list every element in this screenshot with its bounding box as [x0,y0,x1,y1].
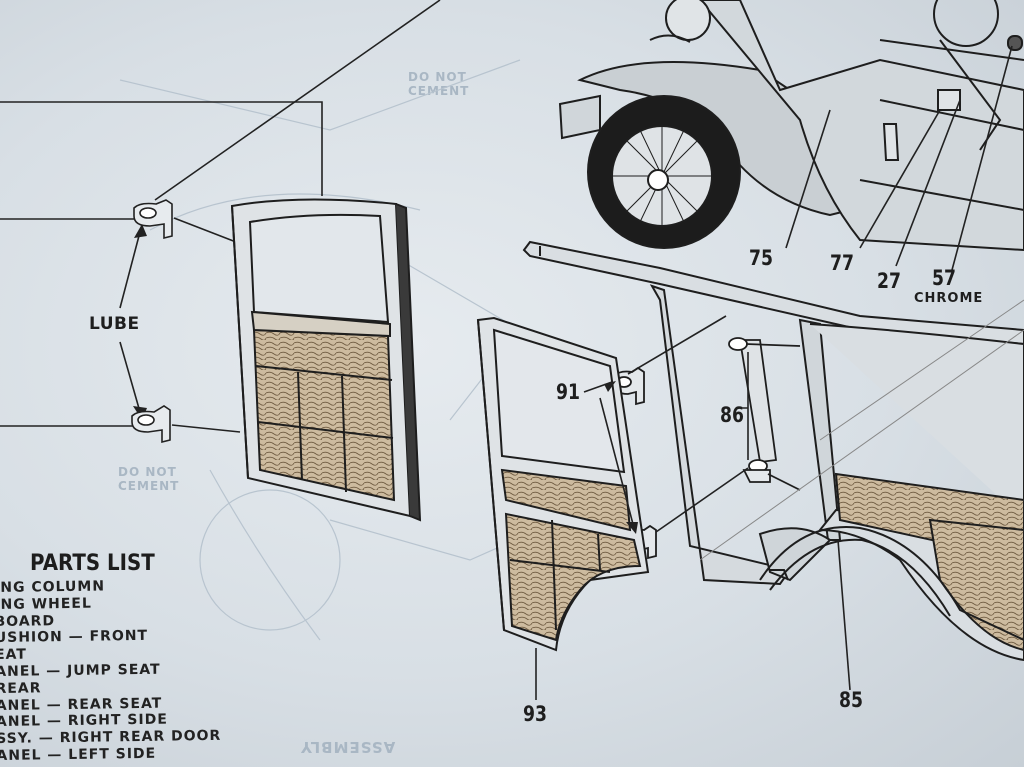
bleed-through-note: DO NOT CEMENT [118,465,180,493]
leader-lines [0,0,441,433]
callout-77: 77 [830,251,854,275]
callout-93: 93 [523,702,547,726]
91-arrowheads [604,381,638,534]
hinge-lower [131,405,171,444]
car-wheel [587,95,741,249]
left-door-frame [230,198,422,522]
callout-chrome: CHROME [914,291,984,306]
callout-lube: LUBE [89,314,140,334]
parts-list-title: PARTS LIST [30,551,155,576]
callout-75: 75 [749,246,773,270]
parts-list-item: SSY. — RIGHT REAR DOOR [0,728,222,748]
wheel-arch [759,526,1024,641]
parts-list-item: ANEL — LEFT SIDE [0,745,157,764]
callout-91: 91 [556,380,580,404]
right-door-frame [476,316,650,652]
callout-27: 27 [877,269,901,293]
hinge-assembly-86 [728,337,801,491]
callout-85: 85 [839,688,863,712]
parts-list: ING COLUMN ING WHEEL BOARD USHION — FRON… [0,577,222,765]
car-body-sketch [558,0,1024,252]
callout-57: 57 [932,266,956,290]
right-side-panel [649,284,1024,662]
roof-rail [522,240,1024,346]
car-leader-lines [785,45,1013,271]
bleed-through-note: DO NOT CEMENT [408,70,470,98]
hinge-upper [133,199,173,240]
callout-86: 86 [720,403,744,427]
